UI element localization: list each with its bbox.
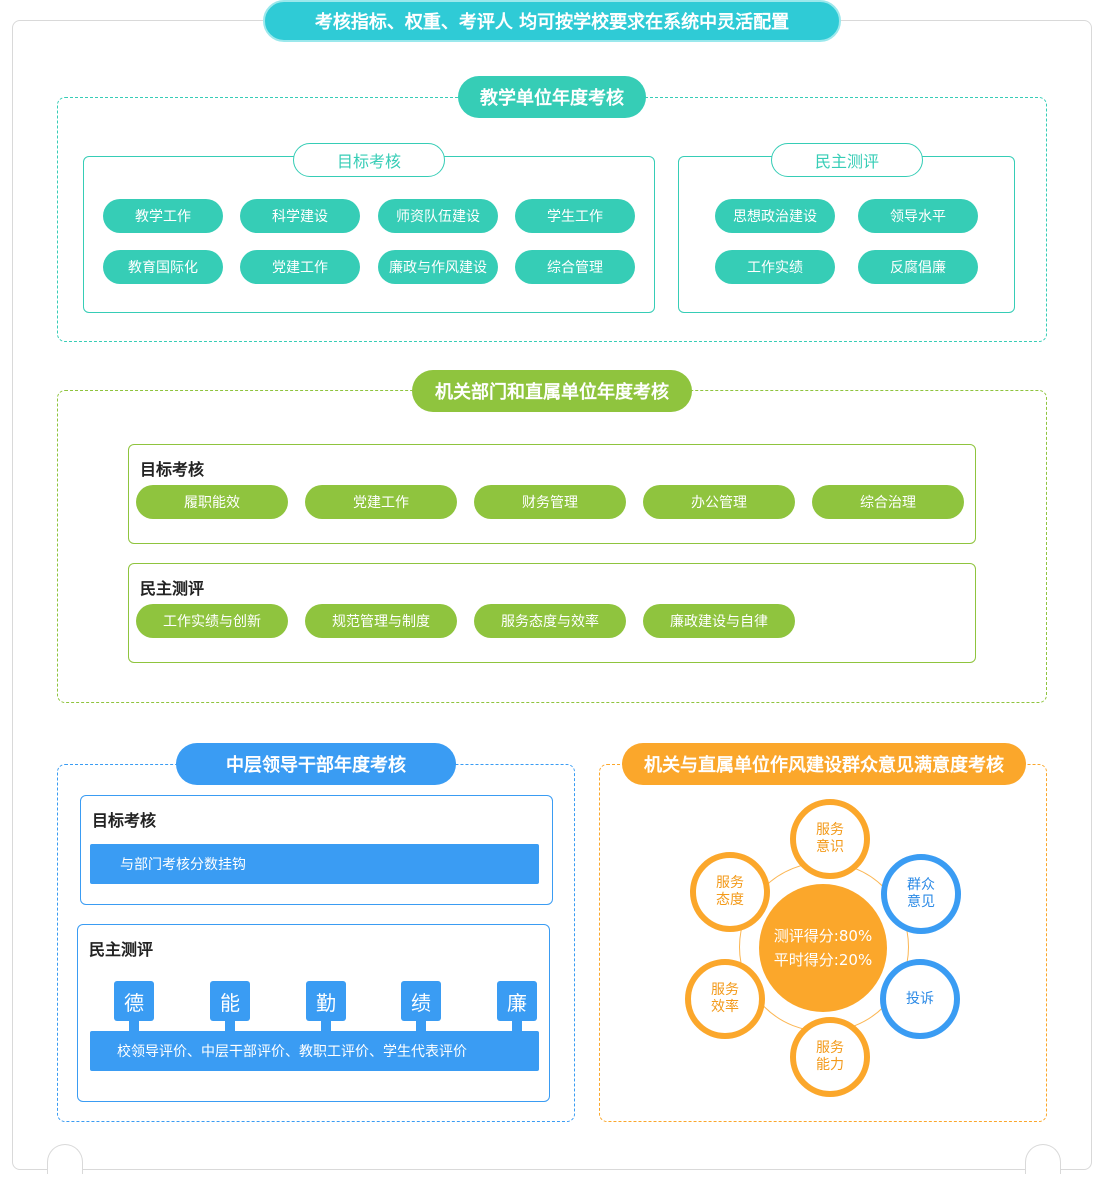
middle-char-box: 能 [210,981,250,1021]
teaching-demo-box [678,156,1015,313]
teaching-title: 教学单位年度考核 [458,76,646,118]
organ-goal-title: 目标考核 [140,460,205,479]
satisfaction-center: 测评得分:80% 平时得分:20% [759,884,887,1012]
organ-goal-chip: 党建工作 [305,485,457,519]
organ-title: 机关部门和直属单位年度考核 [412,370,692,412]
organ-demo-chip: 廉政建设与自律 [643,604,795,638]
teaching-demo-chip: 反腐倡廉 [858,250,978,284]
teaching-goal-chip: 师资队伍建设 [378,199,498,233]
middle-char-stem [225,1021,235,1031]
organ-goal-chip: 办公管理 [643,485,795,519]
teaching-goal-chip: 学生工作 [515,199,635,233]
top-banner: 考核指标、权重、考评人 均可按学校要求在系统中灵活配置 [263,0,841,42]
middle-char-box: 勤 [306,981,346,1021]
teaching-goal-chip: 教育国际化 [103,250,223,284]
organ-demo-chip: 服务态度与效率 [474,604,626,638]
middle-char-stem [416,1021,426,1031]
satisfaction-node: 投诉 [880,959,960,1039]
organ-demo-title: 民主测评 [140,579,205,598]
middle-goal-bar: 与部门考核分数挂钩 [90,844,539,884]
center-score-line: 平时得分:20% [773,951,873,969]
organ-goal-chip: 履职能效 [136,485,288,519]
frame-notch-left [47,1144,83,1174]
teaching-goal-chip: 廉政与作风建设 [378,250,498,284]
center-score-line: 测评得分:80% [773,927,873,945]
teaching-goal-title: 目标考核 [293,143,445,177]
teaching-goal-chip: 教学工作 [103,199,223,233]
satisfaction-node: 服务能力 [790,1017,870,1097]
teaching-demo-chip: 领导水平 [858,199,978,233]
middle-char-stem [321,1021,331,1031]
middle-demo-bar: 校领导评价、中层干部评价、教职工评价、学生代表评价 [90,1031,539,1071]
satisfaction-node: 群众意见 [881,854,961,934]
middle-title: 中层领导干部年度考核 [176,743,456,785]
teaching-demo-chip: 思想政治建设 [715,199,835,233]
middle-goal-title: 目标考核 [92,811,157,830]
teaching-goal-box [83,156,655,313]
middle-char-box: 廉 [497,981,537,1021]
satisfaction-node: 服务效率 [685,959,765,1039]
middle-char-stem [512,1021,522,1031]
middle-char-box: 绩 [401,981,441,1021]
satisfaction-node: 服务态度 [690,852,770,932]
frame-notch-right [1025,1144,1061,1174]
organ-goal-chip: 综合治理 [812,485,964,519]
middle-demo-title: 民主测评 [89,940,154,959]
middle-char-stem [129,1021,139,1031]
satisfaction-node: 服务意识 [790,799,870,879]
organ-demo-chip: 工作实绩与创新 [136,604,288,638]
teaching-goal-chip: 党建工作 [240,250,360,284]
teaching-demo-chip: 工作实绩 [715,250,835,284]
teaching-goal-chip: 综合管理 [515,250,635,284]
middle-char-box: 德 [114,981,154,1021]
organ-demo-chip: 规范管理与制度 [305,604,457,638]
teaching-demo-title: 民主测评 [771,143,923,177]
organ-goal-chip: 财务管理 [474,485,626,519]
satisfaction-title: 机关与直属单位作风建设群众意见满意度考核 [622,743,1026,785]
teaching-goal-chip: 科学建设 [240,199,360,233]
